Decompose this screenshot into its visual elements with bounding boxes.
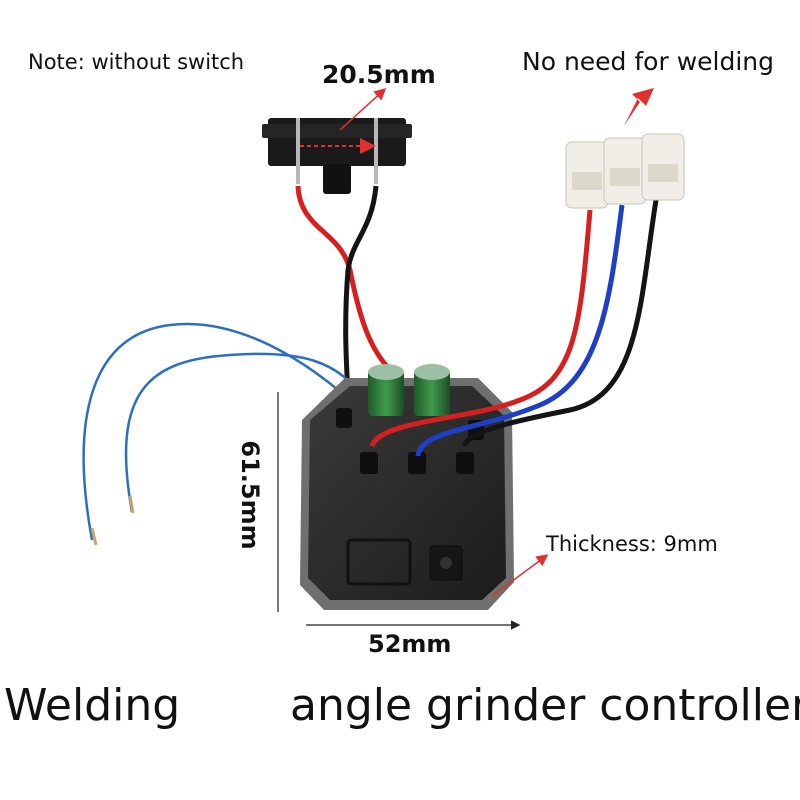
note-text: Note: without switch <box>28 50 245 74</box>
thickness-arrow <box>491 554 549 597</box>
output-red-wire <box>369 209 593 448</box>
thickness-label: Thickness: 9mm <box>546 532 718 556</box>
signal-wire-tip-1 <box>90 527 98 546</box>
switch-dimension-arrow <box>339 87 387 131</box>
switch-component <box>262 118 412 194</box>
output-black-wire <box>461 199 659 448</box>
caption-welding: Welding <box>4 680 181 731</box>
switch-width-label: 20.5mm <box>322 60 436 89</box>
controller-board <box>300 378 514 610</box>
switch-black-wire <box>343 185 379 393</box>
board-height-label: 61.5mm <box>236 440 264 550</box>
board-width-label: 52mm <box>368 630 452 658</box>
connector-arrow <box>624 88 654 126</box>
capacitor-right <box>414 364 450 416</box>
terminal-connector <box>565 133 685 209</box>
caption-product: angle grinder controller <box>290 680 800 731</box>
no-welding-text: No need for welding <box>522 47 774 76</box>
capacitor-left <box>368 364 404 416</box>
output-blue-wire <box>415 204 625 457</box>
signal-wire-tip-2 <box>128 495 135 514</box>
signal-wire-2 <box>124 352 367 513</box>
signal-wire-1 <box>82 322 361 541</box>
